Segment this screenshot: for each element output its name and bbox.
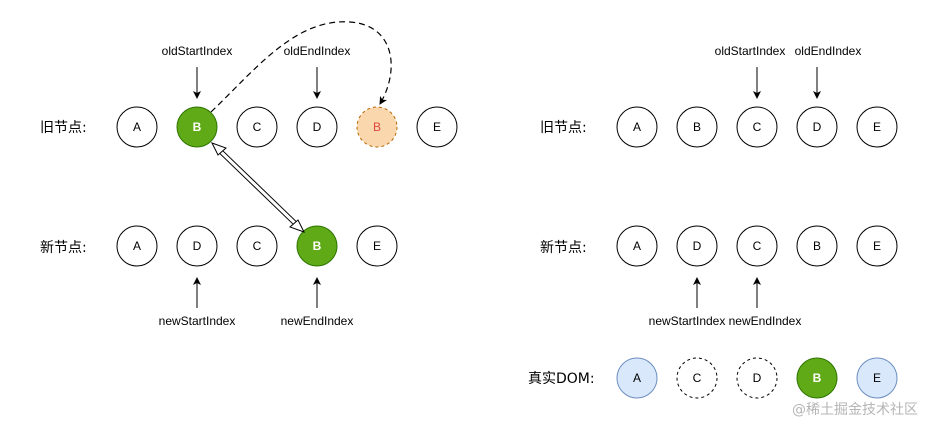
right-old-node-c-label: C xyxy=(753,120,762,134)
right-old-node-c: C xyxy=(736,106,778,148)
right-old-row-label: 旧节点: xyxy=(540,120,587,136)
left-new-end-index-label: newEndIndex xyxy=(281,314,354,328)
left-old-node-a-label: A xyxy=(133,120,141,134)
right-old-node-d: D xyxy=(796,106,838,148)
left-old-node-a: A xyxy=(116,106,158,148)
right-old-node-e-label: E xyxy=(873,120,881,134)
left-old-node-b-moved-label: B xyxy=(373,120,381,134)
right-old-node-e: E xyxy=(856,106,898,148)
right-new-node-a: A xyxy=(616,225,658,267)
left-old-node-c-label: C xyxy=(253,120,262,134)
left-new-node-a-label: A xyxy=(133,239,141,253)
left-new-node-b-highlight: B xyxy=(296,225,338,267)
right-new-start-index-label: newStartIndex xyxy=(649,314,726,328)
right-new-node-e: E xyxy=(856,225,898,267)
left-match-double-arrow xyxy=(210,142,306,233)
right-old-end-index-label: oldEndIndex xyxy=(795,44,862,58)
right-new-node-c-label: C xyxy=(753,239,762,253)
right-dom-node-a-label: A xyxy=(633,371,641,385)
right-new-node-b-label: B xyxy=(813,239,821,253)
right-new-node-b: B xyxy=(796,225,838,267)
right-new-node-a-label: A xyxy=(633,239,641,253)
right-new-node-c: C xyxy=(736,225,778,267)
right-dom-node-c: C xyxy=(676,357,718,399)
right-dom-node-c-label: C xyxy=(693,371,702,385)
left-move-dashed-arrow xyxy=(210,21,392,113)
right-old-node-b: B xyxy=(676,106,718,148)
right-new-row-label: 新节点: xyxy=(540,240,587,256)
right-dom-node-a: A xyxy=(616,357,658,399)
right-new-node-d: D xyxy=(676,225,718,267)
left-panel: 旧节点: 新节点: A B C D B E A xyxy=(40,21,458,328)
left-new-node-e-label: E xyxy=(373,239,381,253)
right-new-node-e-label: E xyxy=(873,239,881,253)
right-old-node-d-label: D xyxy=(813,120,822,134)
right-dom-row-label: 真实DOM: xyxy=(528,371,595,387)
left-new-node-c-label: C xyxy=(253,239,262,253)
right-new-end-index-label: newEndIndex xyxy=(729,314,802,328)
right-dom-node-e: E xyxy=(856,357,898,399)
right-panel: 旧节点: 新节点: 真实DOM: A B C D E A xyxy=(528,44,898,399)
left-old-node-d: D xyxy=(296,106,338,148)
left-old-node-c: C xyxy=(236,106,278,148)
left-old-node-b-moved: B xyxy=(356,106,398,148)
right-old-node-a: A xyxy=(616,106,658,148)
right-dom-node-e-label: E xyxy=(873,371,881,385)
left-new-start-index-label: newStartIndex xyxy=(159,314,236,328)
right-dom-node-d-label: D xyxy=(753,371,762,385)
left-old-node-b-highlight: B xyxy=(176,106,218,148)
left-old-end-index-label: oldEndIndex xyxy=(284,44,351,58)
left-old-node-d-label: D xyxy=(313,120,322,134)
left-old-start-index-label: oldStartIndex xyxy=(162,44,233,58)
right-old-node-a-label: A xyxy=(633,120,641,134)
right-old-node-b-label: B xyxy=(693,120,701,134)
left-old-row-label: 旧节点: xyxy=(40,120,87,136)
left-new-node-b-label: B xyxy=(313,239,322,253)
left-old-node-e-label: E xyxy=(433,120,441,134)
left-new-row-label: 新节点: xyxy=(40,240,87,256)
left-old-node-b-label: B xyxy=(193,120,202,134)
watermark: @稀土掘金技术社区 xyxy=(792,402,918,418)
left-new-node-c: C xyxy=(236,225,278,267)
right-new-node-d-label: D xyxy=(693,239,702,253)
right-dom-node-d: D xyxy=(736,357,778,399)
left-new-node-a: A xyxy=(116,225,158,267)
right-dom-node-b: B xyxy=(796,357,838,399)
right-dom-node-b-label: B xyxy=(813,371,822,385)
left-new-node-e: E xyxy=(356,225,398,267)
left-new-node-d-label: D xyxy=(193,239,202,253)
right-old-start-index-label: oldStartIndex xyxy=(715,44,786,58)
left-old-node-e: E xyxy=(416,106,458,148)
left-new-node-d: D xyxy=(176,225,218,267)
